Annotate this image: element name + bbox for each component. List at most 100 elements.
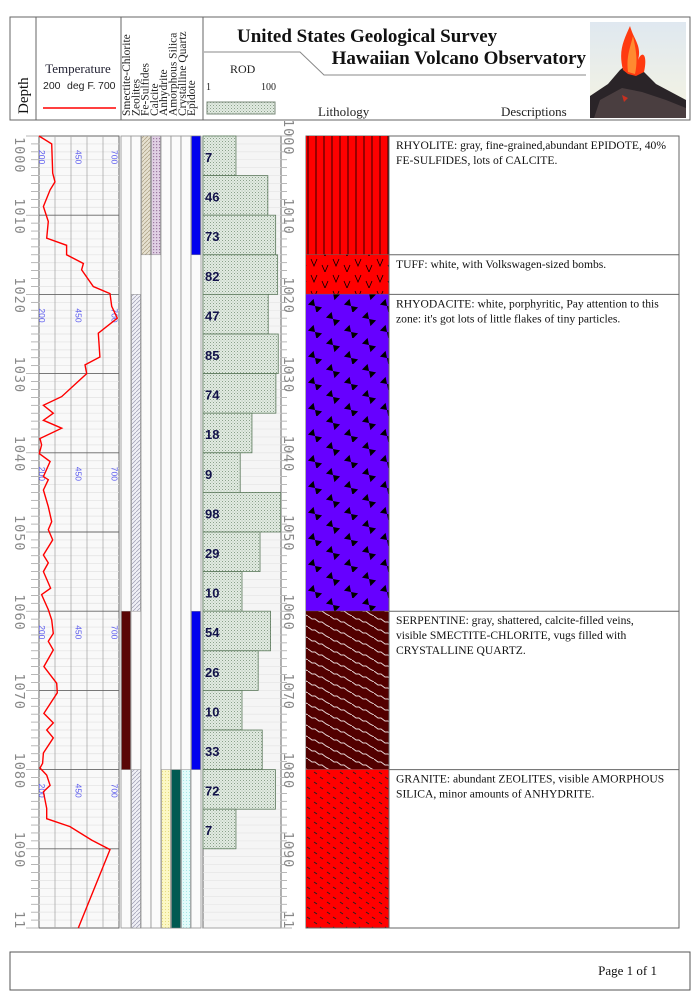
title-line-2: Hawaiian Volcano Observatory (332, 48, 587, 69)
depth-axis-right: 1000101010201030104010501060107010801090… (280, 121, 296, 948)
depth-label: 1100 (11, 911, 27, 948)
mineral-interval-bar (161, 769, 171, 929)
mineral-interval-bar (191, 135, 201, 256)
mineral-interval-bar (151, 135, 161, 256)
unit-description: TUFF: white, with Volkswagen-sized bombs… (396, 258, 606, 271)
depth-label: 1010 (280, 198, 296, 235)
rqd-value-label: 54 (205, 625, 220, 640)
mineral-header-fe-sulfides: Fe-Sulfides (140, 62, 152, 116)
depth-axis: 1000101010201030104010501060107010801090… (11, 135, 38, 948)
temperature-scale-label: 450 (73, 150, 83, 164)
rqd-value-label: 74 (205, 388, 220, 403)
footer: Page 1 of 1 (9, 951, 691, 991)
mineral-interval-bar (131, 294, 141, 612)
rqd-scale-min: 1 (206, 82, 211, 93)
rqd-bar (202, 491, 282, 533)
temperature-scale-label: 450 (73, 625, 83, 639)
lithology-track: RHYOLITE: gray, fine-grained,abundant EP… (305, 135, 680, 929)
title-divider-line (204, 51, 586, 76)
rqd-scale-max: 100 (261, 82, 276, 93)
rqd-value-label: 47 (205, 308, 219, 323)
unit-description: RHYODACITE: white, porphyritic, Pay atte… (396, 297, 659, 310)
rqd-bar (202, 610, 271, 652)
lithology-unit-rhyolite (306, 136, 389, 255)
rqd-value-label: 10 (205, 704, 219, 719)
rqd-bar (202, 531, 261, 572)
page-indicator: Page 1 of 1 (598, 963, 657, 978)
depth-label: 1100 (280, 911, 296, 948)
temperature-curve (38, 135, 119, 929)
depth-label: 1030 (11, 357, 27, 394)
mineral-column-smectite-chlorite (120, 135, 132, 929)
lithology-unit-rhyodacite (306, 294, 389, 612)
temperature-scale-label: 200 (37, 308, 47, 322)
temperature-scale-min: 200 (43, 80, 61, 92)
depth-label: 1090 (280, 832, 296, 869)
depth-label: 1040 (280, 436, 296, 473)
depth-label: 1060 (280, 594, 296, 631)
depth-label: 1040 (11, 436, 27, 473)
mineral-column-headers: Smectite-ChloriteZeolitesFe-SulfidesCalc… (121, 31, 198, 116)
unit-description: SERPENTINE: gray, shattered, calcite-fil… (396, 614, 634, 627)
temperature-scale-unit: deg F. (67, 80, 96, 92)
unit-description: GRANITE: abundant ZEOLITES, visible AMOR… (396, 773, 664, 786)
header-frame (9, 16, 691, 121)
temperature-column-header: Temperature (45, 61, 111, 76)
rqd-value-label: 26 (205, 665, 219, 680)
mineral-columns (120, 135, 202, 929)
unit-description: FE-SULFIDES, lots of CALCITE. (396, 154, 557, 167)
temperature-scale-label: 200 (37, 625, 47, 639)
mineral-header-anhydrite: Anhydrite (158, 69, 170, 116)
header: Depth Temperature 200 deg F. 700 Smectit… (9, 16, 691, 121)
depth-label: 1020 (280, 277, 296, 314)
mineral-interval-bar (121, 610, 131, 770)
rqd-bar (202, 769, 276, 810)
mineral-header-crystalline-quartz: Crystalline Quartz (177, 31, 189, 116)
rqd-bar (202, 571, 243, 612)
rqd-value-label: 29 (205, 546, 219, 561)
footer-frame (9, 951, 691, 991)
temperature-scale-label: 450 (73, 308, 83, 322)
depth-label: 1030 (280, 357, 296, 394)
mineral-interval-bar (181, 769, 191, 929)
rqd-legend-swatch (206, 101, 276, 115)
depth-label: 1050 (280, 515, 296, 552)
lithology-unit-serpentine (306, 611, 389, 770)
log-body: 1000101010201030104010501060107010801090… (11, 121, 680, 948)
rqd-bar (202, 333, 279, 374)
rqd-bar (202, 808, 237, 850)
depth-label: 1020 (11, 277, 27, 314)
rqd-bar (202, 690, 243, 731)
depth-label: 1050 (11, 515, 27, 552)
title-line-1: United States Geological Survey (237, 26, 498, 47)
temperature-scale-label: 700 (110, 150, 120, 164)
temperature-scale-label: 200 (37, 467, 47, 481)
descriptions-column-header: Descriptions (501, 104, 567, 119)
depth-label: 1010 (11, 198, 27, 235)
rqd-value-label: 98 (205, 506, 219, 521)
depth-label: 1080 (280, 753, 296, 790)
temperature-scale-label: 700 (110, 625, 120, 639)
lithology-column-header: Lithology (318, 104, 370, 119)
lithology-unit-tuff (306, 254, 389, 295)
depth-label: 1070 (280, 673, 296, 710)
rqd-value-label: 10 (205, 586, 219, 601)
rqd-value-label: 73 (205, 229, 219, 244)
depth-column-header: Depth (16, 77, 32, 114)
unit-description: RHYOLITE: gray, fine-grained,abundant EP… (396, 139, 666, 152)
mineral-interval-bar (171, 769, 181, 929)
lithology-unit-granite (306, 769, 389, 928)
rqd-value-label: 82 (205, 269, 219, 284)
temperature-scale-label: 700 (110, 784, 120, 798)
temperature-scale-label: 200 (37, 784, 47, 798)
temperature-scale-label: 700 (110, 467, 120, 481)
depth-label: 1090 (11, 832, 27, 869)
temperature-scale-label: 450 (73, 784, 83, 798)
mineral-header-smectite-chlorite: Smectite-Chlorite (121, 34, 133, 116)
mineral-interval-bar (131, 769, 141, 929)
rqd-bar (202, 293, 269, 335)
